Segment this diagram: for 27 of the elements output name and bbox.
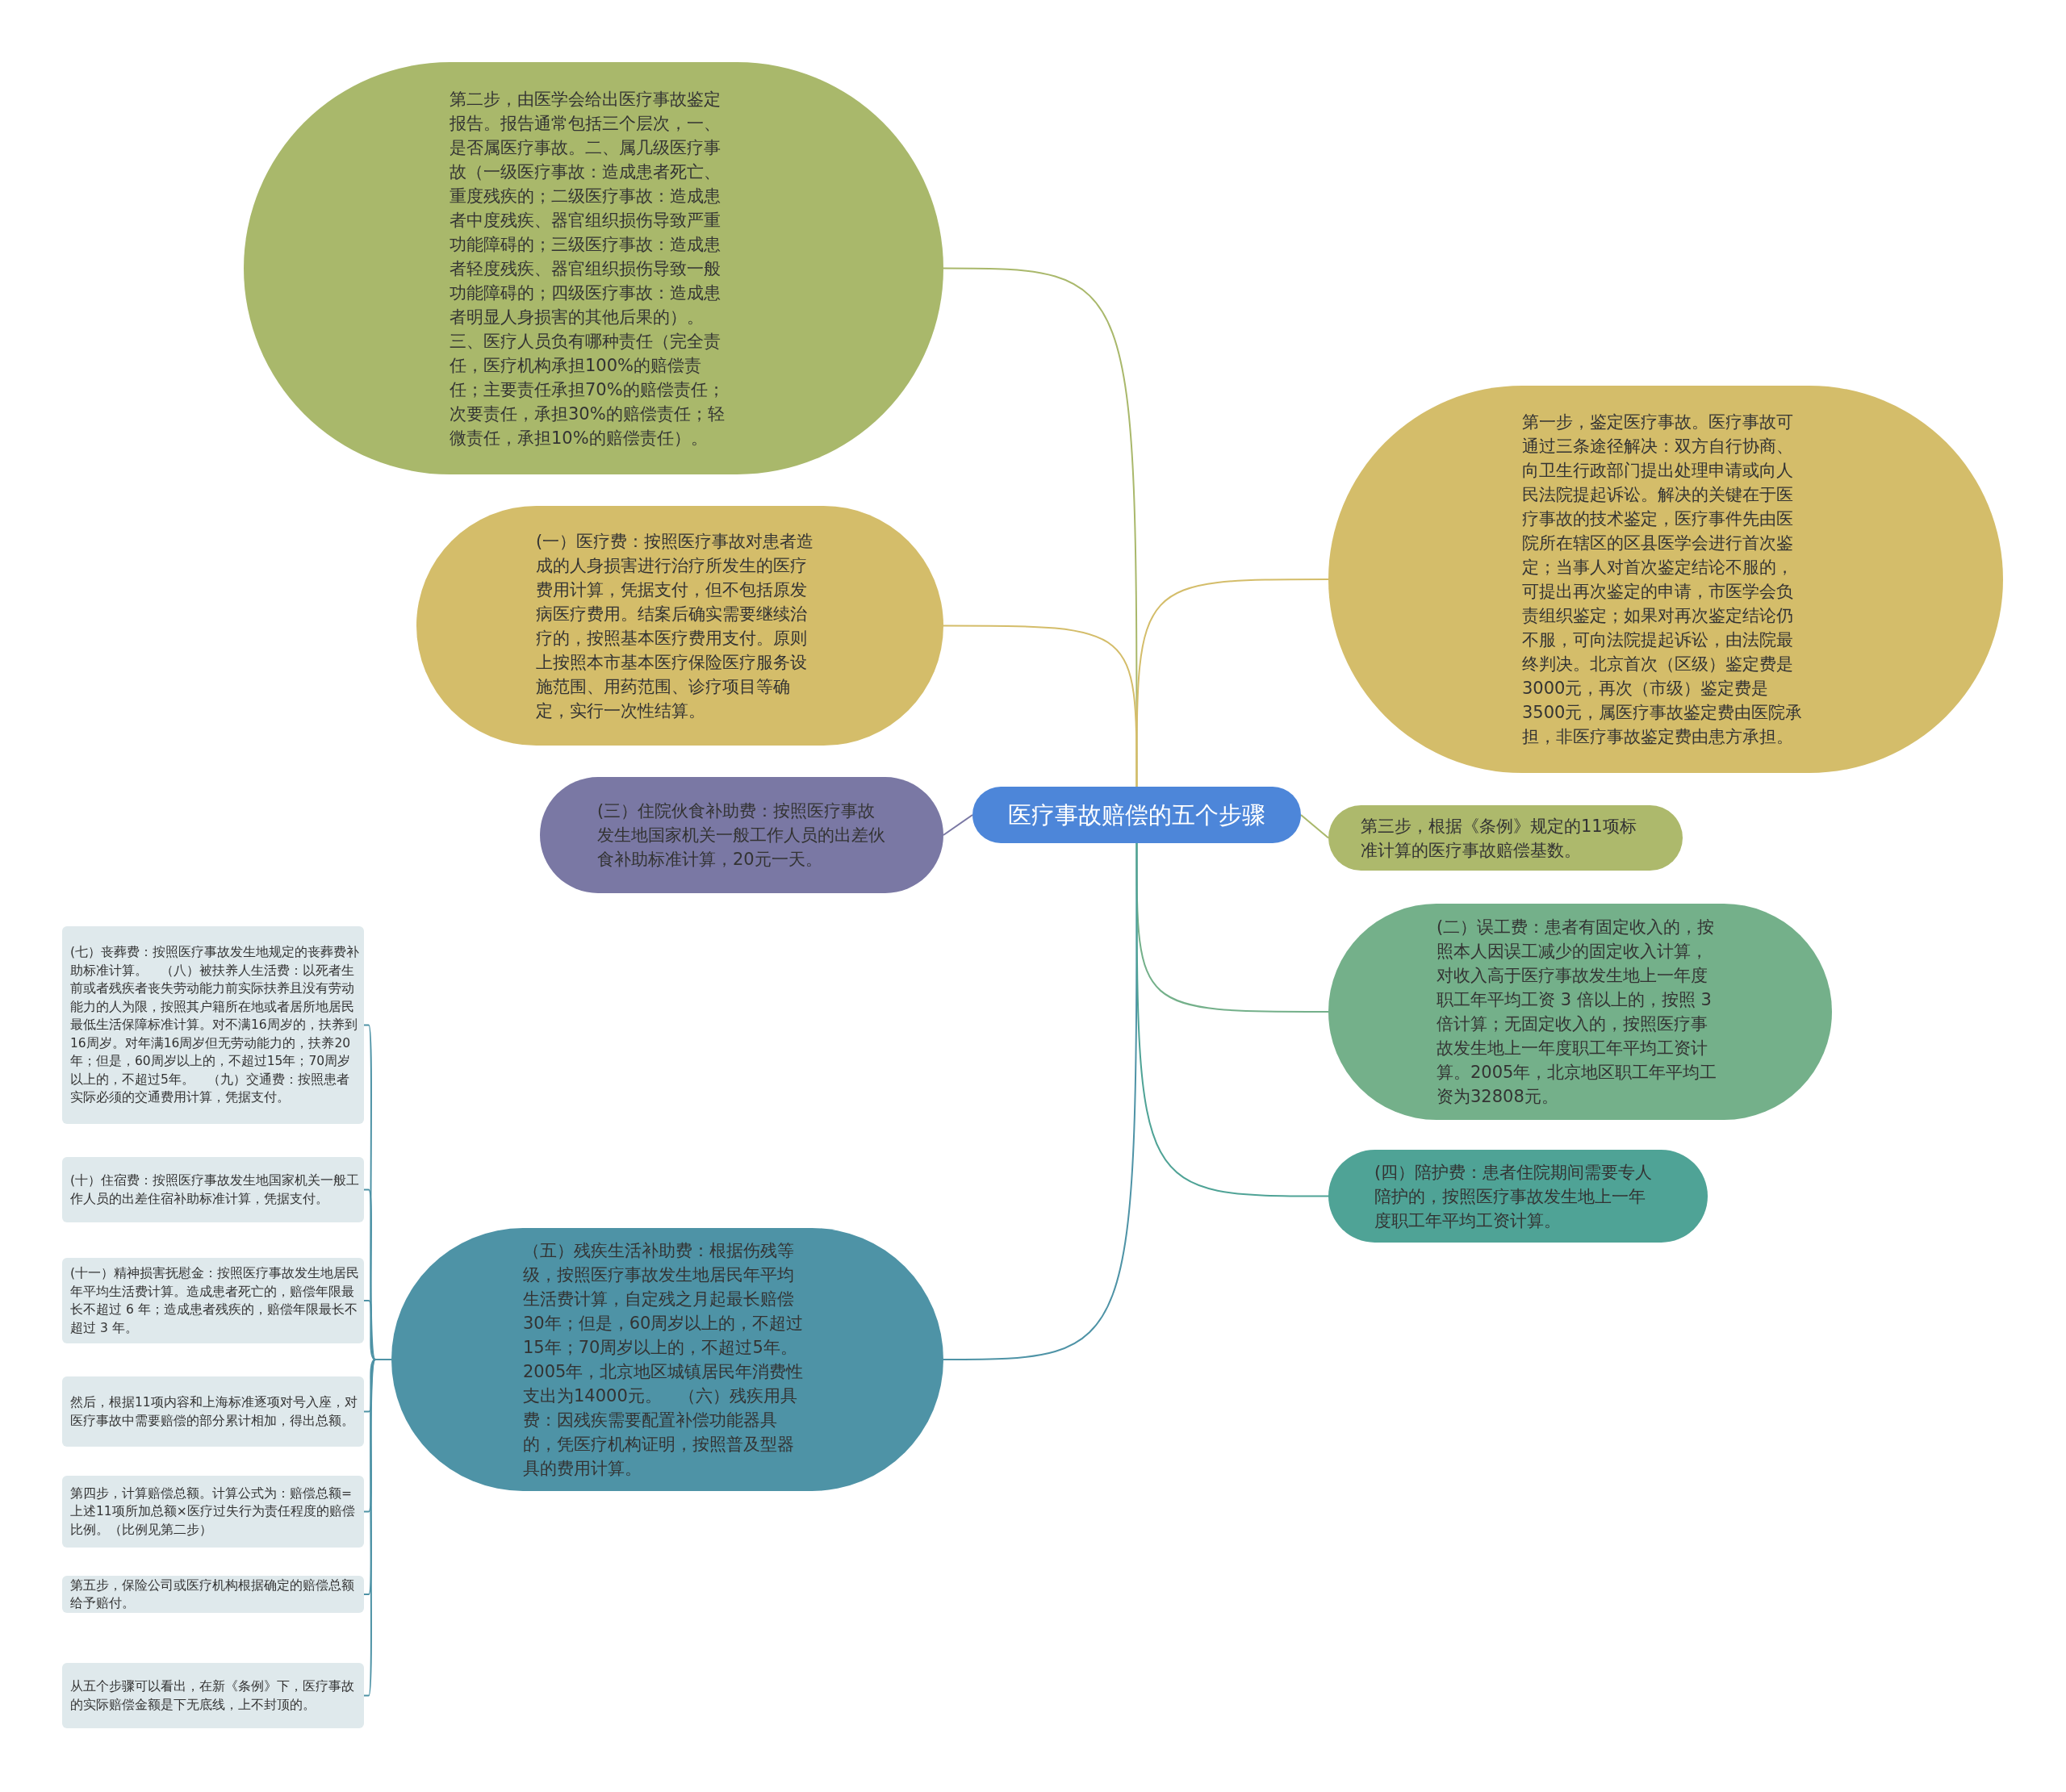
node-text: 然后，根据11项内容和上海标准逐项对号入座，对医疗事故中需要赔偿的部分累计相加，得出总额。 — [70, 1394, 358, 1430]
node-text: 第四步，计算赔偿总额。计算公式为：赔偿总额=上述11项所加总额×医疗过失行为责任程度的赔偿比例。（比例见第二步） — [70, 1485, 356, 1539]
connector — [943, 842, 1138, 1360]
node-text: (四）陪护费：患者住院期间需要专人陪护的，按照医疗事故发生地上一年度职工年平均工资计算。 — [1374, 1161, 1654, 1232]
node-text: （五）残疾生活补助费：根据伤残等级，按照医疗事故发生地居民年平均生活费计算，自定残之月起最长赔偿30年；但是，60周岁以上的，不超过15年；70周岁以上的，不超过5年。2005年，北京地区城镇居民年消费性支出为14000元。 （六）残疾用具费：因残疾需要配置补偿功能器具的，凭医疗机构证明，按照普及型器具的费用计算。 — [523, 1240, 805, 1480]
connector — [1135, 579, 1329, 787]
node-text: 从五个步骤可以看出，在新《条例》下，医疗事故的实际赔偿金额是下无底线，上不封顶的。 — [70, 1678, 355, 1714]
node-text: 第二步，由医学会给出医疗事故鉴定报告。报告通常包括三个层次，一、是否属医疗事故。二、属几级医疗事故（一级医疗事故：造成患者死亡、重度残疾的；二级医疗事故：造成患者中度残疾、器官组织损伤导致严重功能障碍的；三级医疗事故：造成患者轻度残疾、器官组织损伤导致一般功能障碍的；四级医疗事故：造成患者明显人身损害的其他后果的）。三、医疗人员负有哪种责任（完全责任，医疗机构承担100%的赔偿责任；主要责任承担70%的赔偿责任；次要责任，承担30%的赔偿责任；轻微责任，承担10%的赔偿责任）。 — [450, 88, 726, 449]
node-text: 医疗事故赔偿的五个步骤 — [1007, 800, 1266, 830]
note-card — [62, 1376, 364, 1447]
node-text: (一）医疗费：按照医疗事故对患者造成的人身损害进行治疗所发生的医疗费用计算，凭据支付，但不包括原发病医疗费用。结案后确实需要继续治疗的，按照基本医疗费用支付。原则上按照本市基本医疗保险医疗服务设施范围、用药范围、诊疗项目等确定，实行一次性结算。 — [536, 530, 815, 722]
connector — [943, 814, 973, 836]
note-card — [62, 1476, 364, 1548]
node-text: (二）误工费：患者有固定收入的，按照本人因误工减少的固定收入计算，对收入高于医疗事故发生地上一年度职工年平均工资 3 倍以上的，按照 3 倍计算；无固定收入的，按照医疗事故发生地上一年度职工年平均工资计算。2005年，北京地区职工年平均工资为32808元。 — [1437, 917, 1718, 1108]
node-text: (十一）精神损害抚慰金：按照医疗事故发生地居民年平均生活费计算。造成患者死亡的，赔偿年限最长不超过 6 年；造成患者残疾的，赔偿年限最长不超过 3 年。 — [70, 1265, 361, 1337]
connector — [1300, 814, 1329, 839]
node-text: (十）住宿费：按照医疗事故发生地国家机关一般工作人员的出差住宿补助标准计算，凭据支付。 — [70, 1172, 361, 1208]
note-card — [62, 1258, 364, 1343]
node-text: 第一步，鉴定医疗事故。医疗事故可通过三条途径解决：双方自行协商、向卫生行政部门提出处理申请或向人民法院提起诉讼。解决的关键在于医疗事故的技术鉴定，医疗事件先由医院所在辖区的区县医学会进行首次鉴定；当事人对首次鉴定结论不服的，可提出再次鉴定的申请，市医学会负责组织鉴定；如果对再次鉴定结论仍不服，可向法院提起诉讼，由法院最终判决。北京首次（区级）鉴定费是3000元，再次（市级）鉴定费是3500元，属医疗事故鉴定费由医院承担，非医疗事故鉴定费由患方承担。 — [1522, 411, 1804, 748]
connector — [943, 624, 1138, 787]
note-card — [62, 1157, 364, 1222]
node-text: 第三步，根据《条例》规定的11项标准计算的医疗事故赔偿基数。 — [1361, 815, 1637, 862]
node-text: (三）住院伙食补助费：按照医疗事故发生地国家机关一般工作人员的出差伙食补助标准计算，20元一天。 — [597, 800, 886, 871]
node-text: (七）丧葬费：按照医疗事故发生地规定的丧葬费补助标准计算。 （八）被扶养人生活费：以死者生前或者残疾者丧失劳动能力前实际扶养且没有劳动能力的人为限，按照其户籍所在地或者居所地居民最低生活保障标准计算。对不满16周岁的，扶养到16周岁。对年满16周岁但无劳动能力的，扶养20年；但是，60周岁以上的，不超过15年；70周岁以上的，不超过5年。 （九）交通费：按照患者实际必须的交通费用计算，凭据支付。 — [70, 944, 361, 1107]
note-card — [62, 1663, 364, 1728]
node-text: 第五步，保险公司或医疗机构根据确定的赔偿总额给予赔付。 — [70, 1577, 355, 1612]
note-card — [62, 926, 364, 1124]
